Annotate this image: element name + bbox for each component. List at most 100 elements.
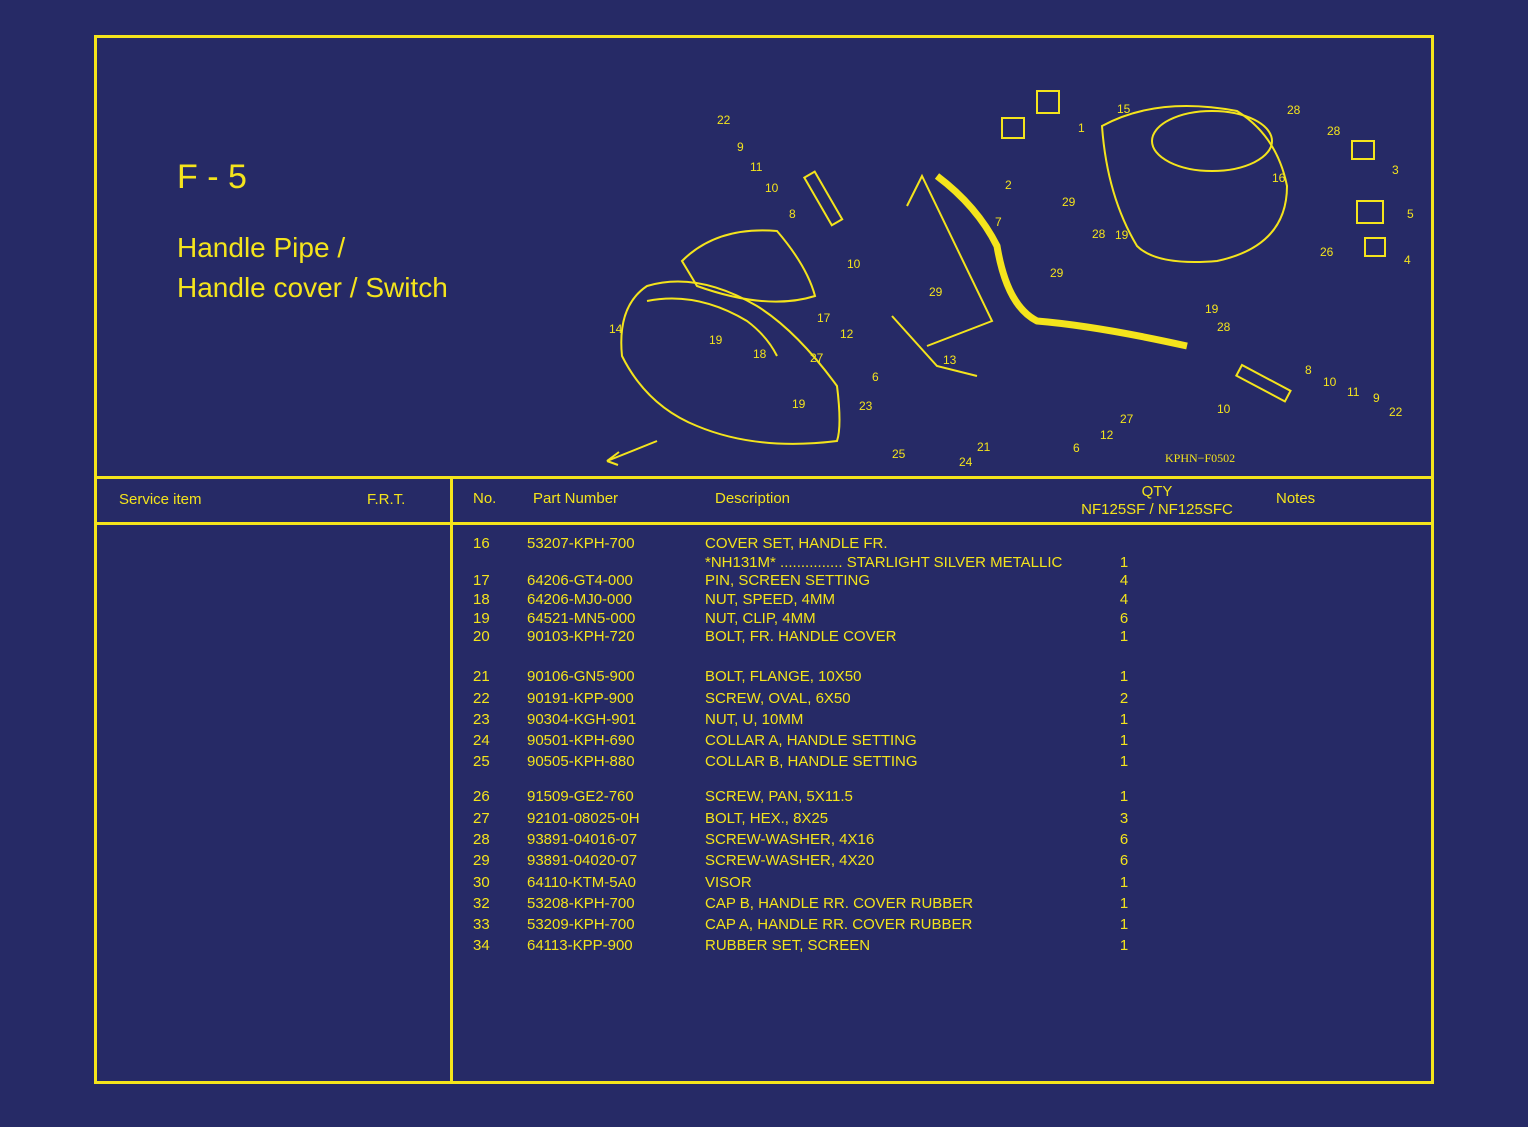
quantity: 2	[1119, 690, 1129, 707]
handle-cover-front-shape	[620, 280, 841, 445]
part-number: 90191-KPP-900	[527, 690, 634, 707]
ref-number: 23	[473, 711, 490, 728]
quantity: 6	[1119, 610, 1129, 627]
ref-number: 34	[473, 937, 490, 954]
ref-number: 18	[473, 591, 490, 608]
part-description: COLLAR B, HANDLE SETTING	[705, 753, 918, 770]
parts-sheet-frame: F - 5 Handle Pipe / Handle cover / Switc…	[94, 35, 1434, 1084]
page-code: F - 5	[177, 158, 247, 196]
switch-2-shape	[1001, 117, 1025, 139]
ref-number: 21	[473, 668, 490, 685]
diagram-callout: 17	[817, 311, 831, 325]
part-description: COLLAR A, HANDLE SETTING	[705, 732, 917, 749]
part-number: 90106-GN5-900	[527, 668, 635, 685]
quantity: 1	[1119, 732, 1129, 749]
quantity: 1	[1119, 788, 1129, 805]
column-divider	[450, 476, 453, 1084]
diagram-callout: 5	[1407, 207, 1414, 221]
switch-3-shape	[1351, 140, 1375, 160]
part-number: 64113-KPP-900	[527, 937, 633, 954]
part-number: 93891-04020-07	[527, 852, 638, 869]
part-number: 90501-KPH-690	[527, 732, 635, 749]
ref-number: 22	[473, 690, 490, 707]
part-description: RUBBER SET, SCREEN	[705, 937, 871, 954]
quantity: 1	[1119, 628, 1129, 645]
diagram-callout: 12	[840, 327, 854, 341]
header-bottom-rule	[97, 522, 1431, 525]
quantity: 1	[1119, 916, 1129, 933]
part-number: 53208-KPH-700	[527, 895, 635, 912]
part-description: *NH131M* ............... STARLIGHT SILVE…	[705, 554, 1063, 571]
ref-number: 32	[473, 895, 490, 912]
diagram-callout: 3	[1392, 163, 1399, 177]
diagram-callout: 2	[1005, 178, 1012, 192]
part-number: 64206-GT4-000	[527, 572, 633, 589]
part-number: 53207-KPH-700	[527, 535, 635, 552]
quantity: 1	[1119, 895, 1129, 912]
part-description: SCREW-WASHER, 4X16	[705, 831, 875, 848]
diagram-callout: 29	[1062, 195, 1076, 209]
handle-pipe-shape	[934, 173, 1188, 350]
diagram-callout: 28	[1217, 320, 1231, 334]
ref-number: 27	[473, 810, 490, 827]
diagram-callout: 15	[1117, 102, 1131, 116]
diagram-callout: 6	[872, 370, 879, 384]
diagram-callout: 19	[1205, 302, 1219, 316]
col-header-service-item: Service item	[119, 491, 202, 508]
ref-number: 28	[473, 831, 490, 848]
diagram-callout: 14	[609, 322, 623, 336]
part-number: 90505-KPH-880	[527, 753, 635, 770]
diagram-callout: 29	[929, 285, 943, 299]
diagram-callout: 10	[847, 257, 861, 271]
part-number: 90304-KGH-901	[527, 711, 637, 728]
handle-cover-rear-shape	[1100, 105, 1289, 263]
drawing-code: KPHN−F0502	[1165, 451, 1236, 465]
part-description: BOLT, FLANGE, 10X50	[705, 668, 862, 685]
diagram-callout: 10	[765, 181, 779, 195]
diagram-callout: 21	[977, 440, 991, 454]
quantity: 1	[1119, 711, 1129, 728]
diagram-callout: 26	[1320, 245, 1334, 259]
ref-number: 25	[473, 753, 490, 770]
col-header-notes: Notes	[1276, 490, 1316, 507]
ref-number: 19	[473, 610, 490, 627]
quantity: 1	[1119, 874, 1129, 891]
diagram-callout: 7	[995, 215, 1002, 229]
ref-number: 29	[473, 852, 490, 869]
part-number: 90103-KPH-720	[527, 628, 635, 645]
ref-number: 26	[473, 788, 490, 805]
part-description: NUT, U, 10MM	[705, 711, 804, 728]
switch-5-shape	[1356, 200, 1384, 224]
part-number: 92101-08025-0H	[527, 810, 640, 827]
part-description: COVER SET, HANDLE FR.	[705, 535, 888, 552]
diagram-callout: 19	[709, 333, 723, 347]
ref-number: 20	[473, 628, 490, 645]
part-description: SCREW, OVAL, 6X50	[705, 690, 851, 707]
ref-number: 30	[473, 874, 490, 891]
quantity: 4	[1119, 591, 1129, 608]
part-description: CAP B, HANDLE RR. COVER RUBBER	[705, 895, 974, 912]
quantity: 1	[1119, 554, 1129, 571]
ref-number: 16	[473, 535, 490, 552]
col-header-qty: QTY NF125SF / NF125SFC	[1067, 483, 1247, 519]
diagram-callout: 8	[789, 207, 796, 221]
diagram-callout: 24	[959, 455, 973, 469]
col-header-no: No.	[473, 490, 497, 507]
part-description: SCREW, PAN, 5X11.5	[705, 788, 853, 805]
diagram-callout: 13	[943, 353, 957, 367]
diagram-callout: 9	[737, 140, 744, 154]
quantity: 6	[1119, 831, 1129, 848]
header-top-rule	[97, 476, 1431, 479]
switch-4-shape	[1364, 237, 1386, 257]
quantity: 6	[1119, 852, 1129, 869]
ref-number: 17	[473, 572, 490, 589]
col-header-frt: F.R.T.	[367, 491, 406, 508]
page-title-line2: Handle cover / Switch	[177, 272, 448, 303]
quantity: 4	[1119, 572, 1129, 589]
diagram-callout: 12	[1100, 428, 1114, 442]
part-number: 93891-04016-07	[527, 831, 638, 848]
visor-shape	[680, 229, 817, 303]
part-number: 64521-MN5-000	[527, 610, 636, 627]
diagram-callout: 19	[1115, 228, 1129, 242]
